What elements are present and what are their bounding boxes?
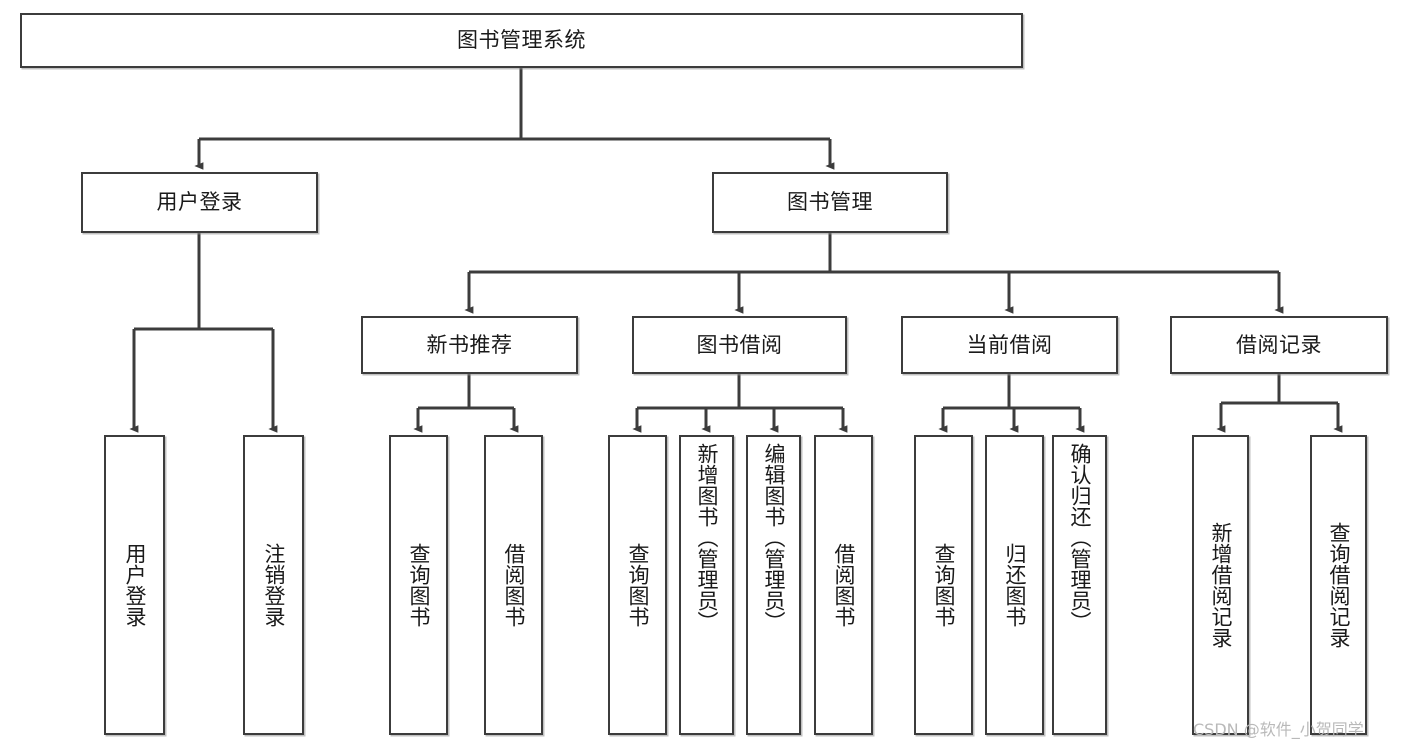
node-new-book-recommend-label: 新书推荐 <box>426 332 513 357</box>
node-user-login-label: 用户登录 <box>156 190 243 214</box>
node-leaf-confirm-return-label: 确认归还（管理员） <box>1067 443 1092 632</box>
node-leaf-add-record[interactable]: 新增借阅记录 <box>1192 435 1249 735</box>
watermark-text: CSDN @软件_小贺同学 <box>1193 720 1364 739</box>
node-book-management-label: 图书管理 <box>787 190 873 214</box>
node-leaf-query-book-1-label: 查询图书 <box>406 543 431 627</box>
node-root-label: 图书管理系统 <box>457 28 586 52</box>
node-borrow-record[interactable]: 借阅记录 <box>1170 316 1388 374</box>
node-leaf-query-book-3-label: 查询图书 <box>931 543 956 627</box>
node-new-book-recommend[interactable]: 新书推荐 <box>361 316 578 374</box>
node-leaf-user-login-label: 用户登录 <box>122 543 147 627</box>
node-leaf-query-record[interactable]: 查询借阅记录 <box>1310 435 1367 735</box>
node-leaf-user-login[interactable]: 用户登录 <box>104 435 165 735</box>
node-leaf-return-book-label: 归还图书 <box>1002 543 1027 627</box>
node-root-system[interactable]: 图书管理系统 <box>20 13 1023 68</box>
node-leaf-query-book-2-label: 查询图书 <box>625 543 650 627</box>
node-leaf-edit-book-label: 编辑图书（管理员） <box>761 443 786 632</box>
node-leaf-query-record-label: 查询借阅记录 <box>1326 522 1351 648</box>
node-leaf-confirm-return[interactable]: 确认归还（管理员） <box>1052 435 1107 735</box>
node-book-management[interactable]: 图书管理 <box>712 172 948 233</box>
node-leaf-borrow-book-2-label: 借阅图书 <box>831 543 856 627</box>
node-borrow-record-label: 借阅记录 <box>1236 332 1322 357</box>
node-leaf-logout[interactable]: 注销登录 <box>243 435 304 735</box>
node-current-borrow-label: 当前借阅 <box>966 332 1053 357</box>
node-leaf-edit-book[interactable]: 编辑图书（管理员） <box>746 435 801 735</box>
node-leaf-return-book[interactable]: 归还图书 <box>985 435 1044 735</box>
node-leaf-add-record-label: 新增借阅记录 <box>1208 522 1233 648</box>
node-leaf-query-book-3[interactable]: 查询图书 <box>914 435 973 735</box>
node-leaf-query-book-1[interactable]: 查询图书 <box>389 435 448 735</box>
node-leaf-add-book-label: 新增图书（管理员） <box>694 443 719 632</box>
node-user-login[interactable]: 用户登录 <box>81 172 318 233</box>
node-leaf-borrow-book-2[interactable]: 借阅图书 <box>814 435 873 735</box>
node-leaf-query-book-2[interactable]: 查询图书 <box>608 435 667 735</box>
node-leaf-logout-label: 注销登录 <box>261 543 286 627</box>
node-book-borrow-label: 图书借阅 <box>696 332 783 357</box>
node-leaf-borrow-book-1-label: 借阅图书 <box>501 543 526 627</box>
node-current-borrow[interactable]: 当前借阅 <box>901 316 1118 374</box>
node-book-borrow[interactable]: 图书借阅 <box>632 316 847 374</box>
node-leaf-add-book[interactable]: 新增图书（管理员） <box>679 435 734 735</box>
node-leaf-borrow-book-1[interactable]: 借阅图书 <box>484 435 543 735</box>
